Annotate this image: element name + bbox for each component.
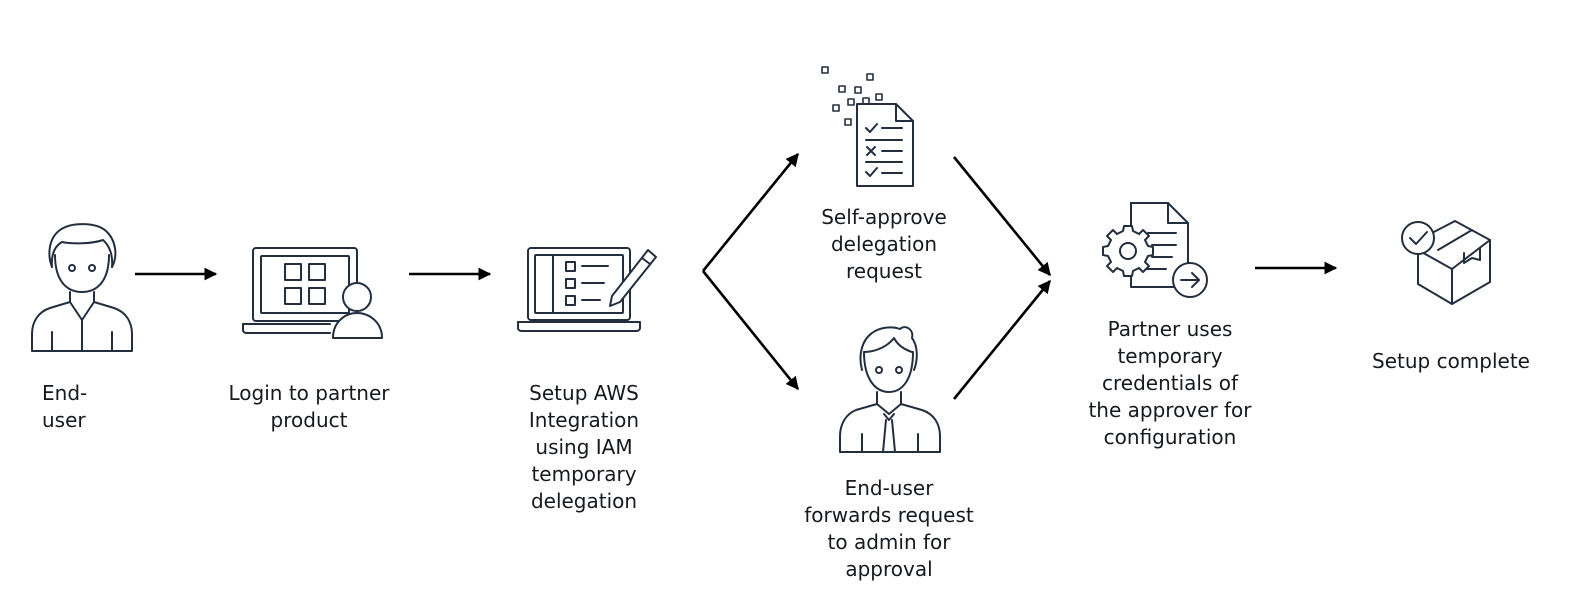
arrow-selfapprove-to-partner (952, 156, 1052, 277)
self-approve-label: Self-approve delegation request (821, 205, 947, 283)
admin-user-icon (839, 326, 941, 453)
package-check-icon (1401, 220, 1491, 305)
arrow-forward-to-partner (952, 279, 1052, 400)
arrow-setup-to-forward (701, 270, 800, 391)
arrow-setup-to-selfapprove (701, 152, 800, 272)
setup-integration-label: Setup AWS Integration using IAM temporar… (528, 381, 640, 513)
document-checklist-icon (821, 66, 914, 187)
user-icon (31, 223, 133, 352)
login-label: Login to partner product (228, 381, 390, 432)
forward-admin-label: End-user forwards request to admin for a… (804, 476, 974, 581)
laptop-checklist-icon (517, 247, 657, 332)
end-user-label: End- user (42, 381, 88, 432)
document-gear-icon (1102, 202, 1208, 298)
setup-complete-label: Setup complete (1372, 349, 1530, 373)
partner-uses-label: Partner uses temporary credentials of th… (1088, 317, 1252, 449)
laptop-user-icon (242, 247, 383, 339)
